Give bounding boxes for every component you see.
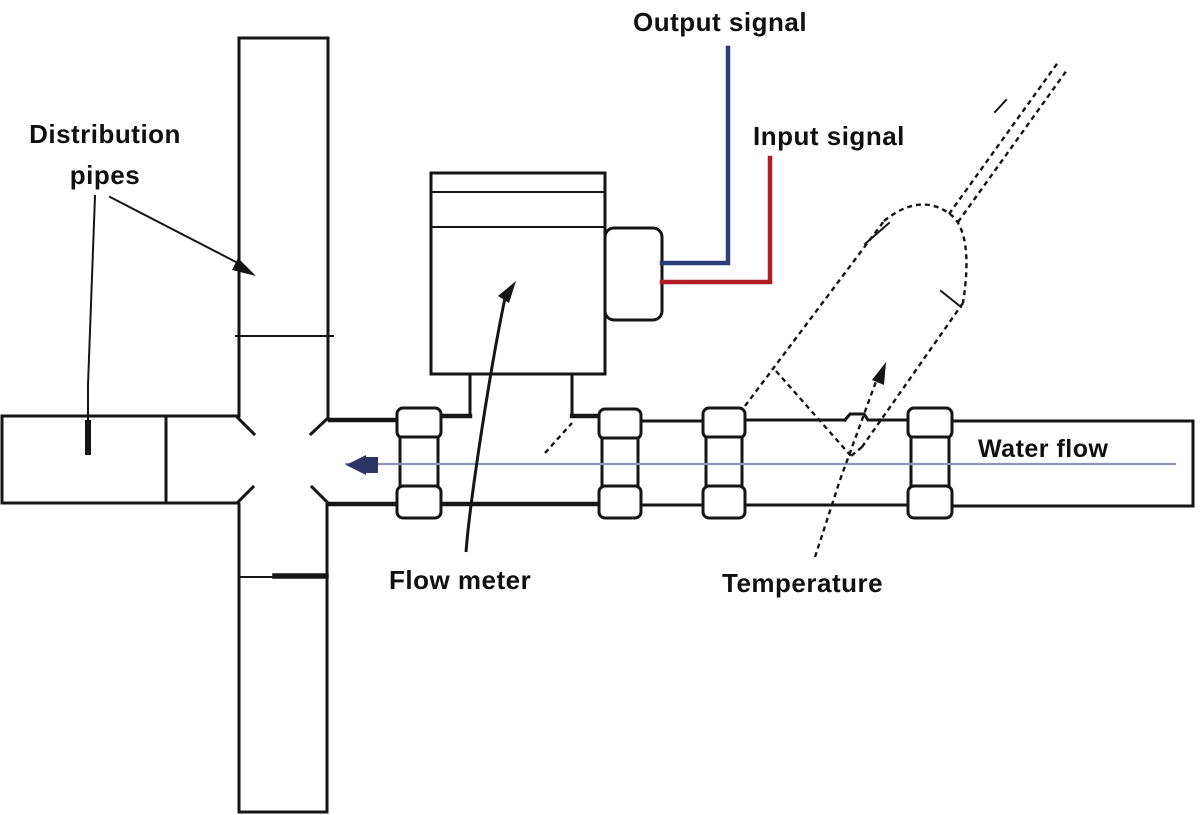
- distribution-pipe-vertical-lower: [237, 502, 329, 814]
- distribution-pipe-horizontal-left: [0, 414, 239, 505]
- pipe-union-2: [597, 407, 643, 520]
- label-distribution-pipes-line1: Distribution: [29, 119, 181, 149]
- sensor-probe-rod: [948, 60, 1060, 215]
- input-signal-wire: [659, 155, 773, 285]
- pipe-union-3: [701, 406, 747, 520]
- pipe-segment-junction-to-meter: [327, 417, 401, 507]
- pipe-union-1: [395, 406, 443, 520]
- pipe-segment-sensor: [743, 412, 910, 507]
- output-signal-wire: [659, 45, 731, 266]
- water-flow-arrow: [346, 455, 378, 475]
- label-output-signal: Output signal: [633, 7, 807, 37]
- label-distribution-pipes-line2: pipes: [70, 160, 140, 190]
- pipe-segment-middle: [639, 419, 705, 507]
- flow-transmitter-box: [429, 171, 607, 376]
- distribution-pipes-leader-down: [85, 194, 97, 455]
- distribution-pipe-vertical-upper: [235, 36, 334, 418]
- transmitter-connector-block: [603, 226, 664, 322]
- label-input-signal: Input signal: [753, 121, 905, 151]
- pipe-junction-chamfers: [235, 415, 331, 505]
- flow-meter-internal-mark: [544, 422, 573, 454]
- temperature-sensor: [744, 60, 1068, 457]
- label-temperature: Temperature: [722, 568, 883, 598]
- label-water-flow: Water flow: [978, 435, 1109, 463]
- pipe-union-4: [906, 406, 954, 520]
- label-flow-meter: Flow meter: [389, 565, 531, 595]
- temperature-leader-arrow: [813, 362, 886, 558]
- pipe-segment-right: [950, 419, 1195, 508]
- flow-meter-body: [438, 372, 602, 507]
- flow-meter-leader-arrow: [464, 281, 516, 553]
- distribution-pipes-leader-arrow: [108, 195, 256, 276]
